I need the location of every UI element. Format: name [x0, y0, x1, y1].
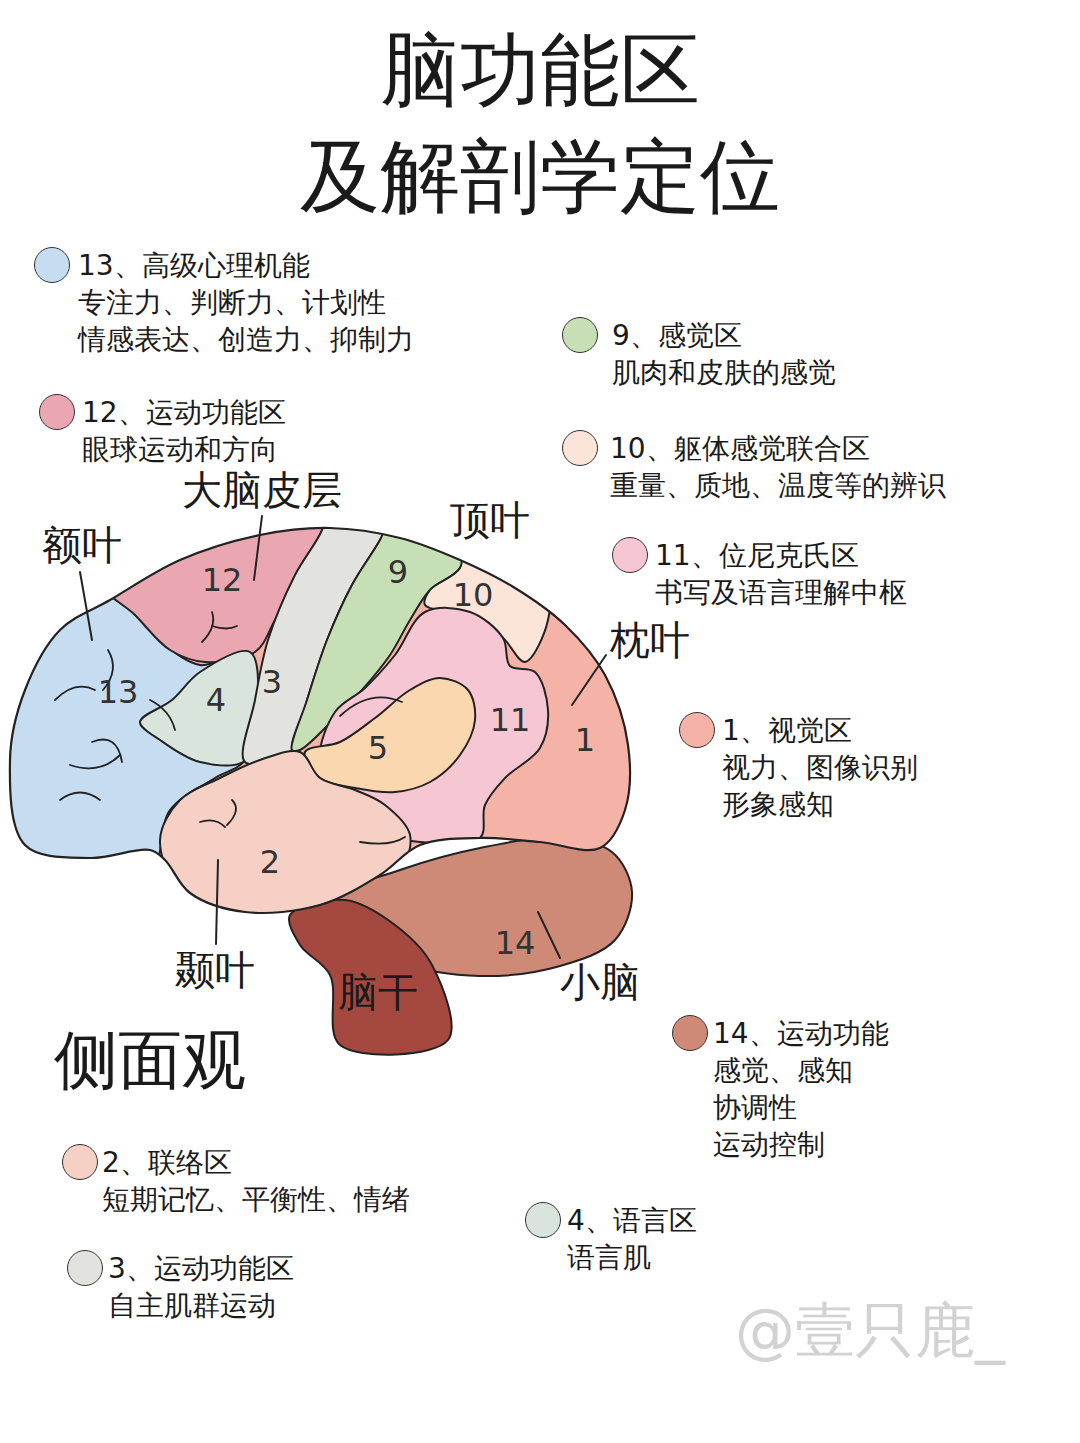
callout-number: 1 — [575, 721, 595, 759]
brain-fold — [70, 755, 120, 768]
legend-text: 1、视觉区 视力、图像识别 形象感知 — [722, 712, 1072, 823]
cortex-regions — [0, 497, 551, 914]
watermark: @壹只鹿_ — [735, 1294, 1005, 1366]
region-label: 颞叶 — [175, 946, 255, 994]
legend-swatch — [612, 537, 648, 573]
legend-swatch — [525, 1202, 561, 1238]
leader-line — [80, 572, 92, 640]
callout-number: 5 — [368, 729, 388, 767]
legend-text: 2、联络区 短期记忆、平衡性、情绪 — [102, 1144, 502, 1218]
callout-number: 3 — [262, 663, 282, 701]
brain-fold — [60, 793, 100, 801]
callout-number: 12 — [202, 561, 243, 599]
callout-number: 13 — [98, 673, 139, 711]
leader-line — [254, 516, 262, 580]
leader-line — [572, 655, 606, 705]
view-caption: 侧面观 — [54, 1022, 246, 1099]
brain-region — [160, 751, 411, 915]
region-label: 枕叶 — [610, 616, 690, 664]
leader-lines — [80, 516, 606, 958]
brain-fold — [227, 800, 236, 825]
legend-text: 3、运动功能区 自主肌群运动 — [108, 1250, 508, 1324]
region-label: 顶叶 — [450, 496, 530, 544]
legend-text: 4、语言区 语言肌 — [567, 1202, 967, 1276]
brain-drawing — [0, 497, 632, 1055]
legend-text: 14、运动功能 感觉、感知 协调性 运动控制 — [713, 1015, 1072, 1163]
callout-number: 14 — [495, 924, 536, 962]
leader-line — [538, 912, 560, 958]
brain-fold — [212, 626, 237, 629]
title-text: 脑功能区 及解剖学定位 — [240, 18, 840, 230]
region-label: 额叶 — [42, 521, 122, 569]
brain-region — [140, 651, 258, 765]
brain-fold — [150, 700, 175, 730]
legend-swatch — [679, 712, 715, 748]
leader-line — [216, 860, 218, 944]
legend-text: 13、高级心理机能 专注力、判断力、计划性 情感表达、创造力、抑制力 — [78, 247, 478, 358]
callout-number: 2 — [260, 843, 280, 881]
legend-swatch — [672, 1015, 708, 1051]
legend-text: 12、运动功能区 眼球运动和方向 — [82, 394, 482, 468]
legend-text: 11、位尼克氏区 书写及语言理解中枢 — [655, 537, 1055, 611]
brainstem-shape — [289, 900, 452, 1055]
callout-number: 10 — [453, 576, 494, 614]
legend-swatch — [39, 394, 75, 430]
region-label: 大脑皮层 — [182, 466, 342, 514]
brain-fold — [55, 687, 95, 700]
region-label: 脑干 — [338, 968, 418, 1016]
cerebrum-outline — [10, 528, 630, 913]
brain-fold — [200, 820, 225, 827]
legend-swatch — [34, 247, 70, 283]
callout-number: 9 — [388, 553, 408, 591]
brain-region — [305, 678, 476, 792]
brain-fold — [202, 612, 213, 642]
legend-swatch — [562, 430, 598, 466]
callout-number: 4 — [206, 681, 226, 719]
legend-swatch — [67, 1250, 103, 1286]
legend-swatch — [62, 1144, 98, 1180]
brain-fold — [340, 697, 402, 716]
region-label: 小脑 — [560, 958, 640, 1006]
brain-fold — [360, 837, 405, 844]
legend-swatch — [562, 317, 598, 353]
callout-number: 11 — [490, 701, 531, 739]
legend-text: 10、躯体感觉联合区 重量、质地、温度等的辨识 — [610, 430, 1010, 504]
legend-text: 9、感觉区 肌肉和皮肤的感觉 — [612, 317, 1012, 391]
brain-fold — [92, 740, 122, 763]
